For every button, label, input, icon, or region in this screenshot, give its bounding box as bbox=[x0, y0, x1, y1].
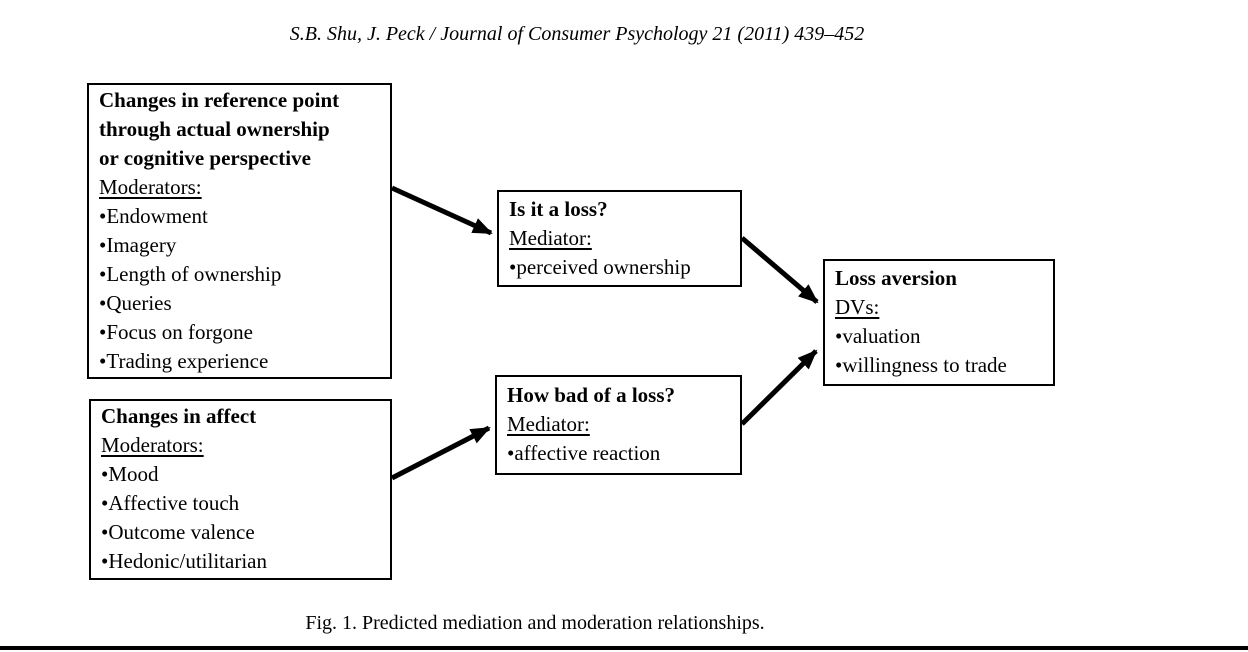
reference-point-moderators-label: Moderators: bbox=[99, 175, 202, 199]
affect-moderators-label: Moderators: bbox=[101, 433, 204, 457]
moderator-item: Hedonic/utilitarian bbox=[101, 547, 380, 576]
moderator-item: Queries bbox=[99, 289, 380, 318]
reference-point-title-line-2: through actual ownership bbox=[99, 117, 330, 141]
moderator-item: Focus on forgone bbox=[99, 318, 380, 347]
reference-point-title-line-1: Changes in reference point bbox=[99, 88, 340, 112]
moderator-item: Outcome valence bbox=[101, 518, 380, 547]
mediator-item: affective reaction bbox=[507, 439, 730, 468]
moderator-item: Length of ownership bbox=[99, 260, 380, 289]
affect-box: Changes in affect Moderators: Mood Affec… bbox=[89, 399, 392, 580]
howbad-mediator-label: Mediator: bbox=[507, 412, 590, 436]
moderator-item: Trading experience bbox=[99, 347, 380, 376]
moderator-item: Imagery bbox=[99, 231, 380, 260]
arrow-reference-to-isloss bbox=[390, 185, 493, 236]
figure-caption: Fig. 1. Predicted mediation and moderati… bbox=[305, 612, 765, 634]
page-bottom-rule bbox=[0, 646, 1248, 650]
mediator-item: perceived ownership bbox=[509, 253, 730, 282]
is-it-a-loss-title: Is it a loss? bbox=[509, 197, 608, 221]
arrow-isloss-to-lossaversion bbox=[740, 236, 819, 304]
moderator-item: Mood bbox=[101, 460, 380, 489]
reference-point-box: Changes in reference point through actua… bbox=[87, 83, 392, 379]
isloss-mediator-label: Mediator: bbox=[509, 226, 592, 250]
dv-item: valuation bbox=[835, 322, 1043, 351]
arrow-affect-to-howbad bbox=[390, 425, 491, 481]
affect-title: Changes in affect bbox=[101, 404, 257, 428]
arrow-howbad-to-lossaversion bbox=[740, 349, 818, 426]
loss-aversion-box: Loss aversion DVs: valuation willingness… bbox=[823, 259, 1055, 386]
loss-aversion-title: Loss aversion bbox=[835, 266, 957, 290]
moderator-item: Endowment bbox=[99, 202, 380, 231]
dv-item: willingness to trade bbox=[835, 351, 1043, 380]
is-it-a-loss-box: Is it a loss? Mediator: perceived owners… bbox=[497, 190, 742, 287]
reference-point-title-line-3: or cognitive perspective bbox=[99, 146, 311, 170]
running-head: S.B. Shu, J. Peck / Journal of Consumer … bbox=[289, 23, 865, 45]
moderator-item: Affective touch bbox=[101, 489, 380, 518]
how-bad-of-a-loss-box: How bad of a loss? Mediator: affective r… bbox=[495, 375, 742, 475]
how-bad-title: How bad of a loss? bbox=[507, 383, 676, 407]
loss-aversion-dvs-label: DVs: bbox=[835, 295, 880, 319]
